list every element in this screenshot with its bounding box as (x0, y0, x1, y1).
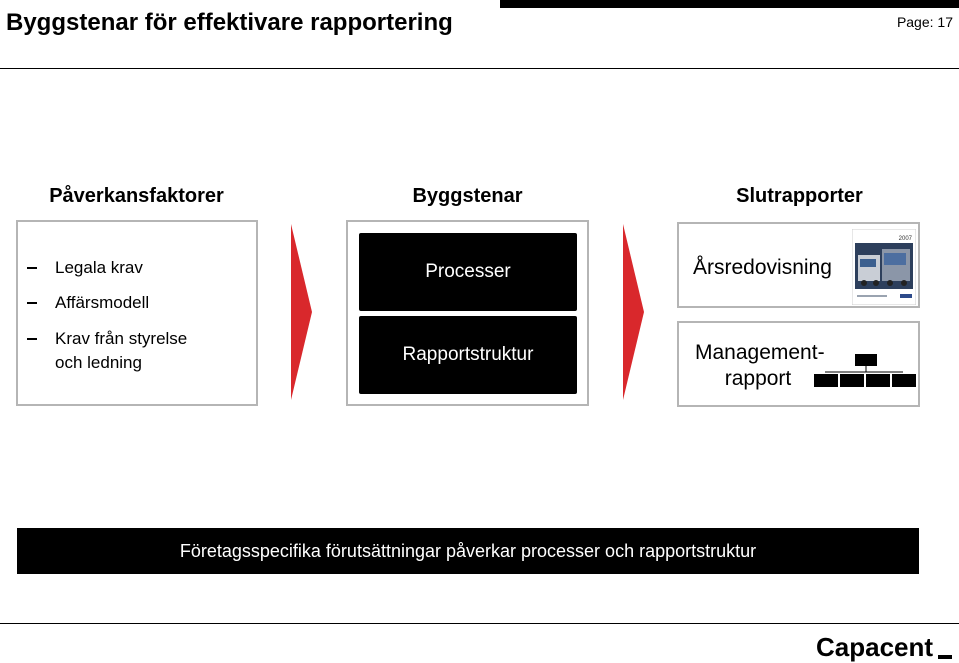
factor-item: Affärsmodell (27, 292, 149, 313)
block-processer: Processer (359, 233, 577, 311)
dash-icon (27, 338, 37, 340)
annual-report-label: Årsredovisning (693, 256, 832, 279)
management-report-line1: Management- (695, 341, 825, 364)
block-rapportstruktur: Rapportstruktur (359, 316, 577, 394)
header-divider (0, 68, 959, 69)
management-report-label: Management- rapport (695, 340, 825, 392)
dash-icon (27, 267, 37, 269)
factor-item: Legala krav (27, 257, 143, 278)
factors-box: Legala krav Affärsmodell Krav från styre… (16, 220, 258, 406)
annual-report-cover-icon: 2007 (852, 229, 916, 305)
logo-underscore (938, 655, 952, 659)
factor-item: Krav från styrelse (27, 328, 187, 349)
heading-byggstenar: Byggstenar (412, 185, 523, 207)
cover-year: 2007 (899, 236, 913, 242)
heading-slutrapporter: Slutrapporter (736, 185, 863, 207)
page-title: Byggstenar för effektivare rapportering (6, 9, 453, 36)
org-chart-icon (814, 354, 916, 387)
dash-icon (27, 302, 37, 304)
page-number: Page: 17 (896, 14, 953, 30)
management-report-box: Management- rapport (677, 321, 920, 407)
annual-report-box: Årsredovisning 2007 (677, 222, 920, 308)
footer-statement: Företagsspecifika förutsättningar påverk… (17, 528, 919, 574)
footer-divider (0, 623, 959, 624)
arrow-right-icon (291, 224, 312, 400)
management-report-line2: rapport (724, 367, 792, 390)
factor-item-continued: och ledning (55, 353, 142, 372)
building-blocks-box: Processer Rapportstruktur (346, 220, 589, 406)
heading-pavekansfaktorer: Påverkansfaktorer (49, 185, 224, 207)
capacent-logo: Capacent (816, 632, 934, 662)
top-bar (500, 0, 959, 8)
arrow-right-icon (623, 224, 644, 400)
